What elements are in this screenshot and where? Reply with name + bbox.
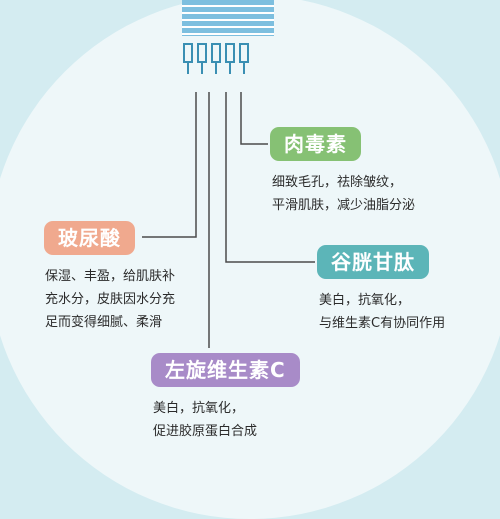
description-line: 与维生素C有协同作用 <box>319 316 446 331</box>
description-botulinum: 细致毛孔，祛除皱纹， 平滑肌肤，减少油脂分泌 <box>272 171 415 217</box>
description-line: 促进胶原蛋白合成 <box>153 424 258 439</box>
connector-line-glutathione <box>225 92 315 263</box>
description-line: 足而变得细腻、柔滑 <box>45 315 163 330</box>
description-line: 充水分，皮肤因水分充 <box>45 292 176 307</box>
label-glutathione: 谷胱甘肽 <box>317 245 429 279</box>
description-line: 保湿、丰盈，给肌肤补 <box>45 269 176 284</box>
label-vitamin-c: 左旋维生素C <box>151 353 300 387</box>
label-botulinum: 肉毒素 <box>270 127 361 161</box>
description-line: 美白，抗氧化， <box>319 293 411 308</box>
description-line: 平滑肌肤，减少油脂分泌 <box>272 198 416 213</box>
injector-needles-icon <box>182 0 274 74</box>
description-glutathione: 美白，抗氧化， 与维生素C有协同作用 <box>319 289 445 335</box>
connector-line-botulinum <box>240 92 268 145</box>
description-line: 细致毛孔，祛除皱纹， <box>272 175 403 190</box>
connector-line-hyaluronic <box>142 92 197 238</box>
description-vitamin-c: 美白，抗氧化， 促进胶原蛋白合成 <box>153 397 257 443</box>
description-hyaluronic-acid: 保湿、丰盈，给肌肤补 充水分，皮肤因水分充 足而变得细腻、柔滑 <box>45 265 175 334</box>
label-hyaluronic-acid: 玻尿酸 <box>44 221 135 255</box>
connector-diagram <box>142 0 315 348</box>
description-line: 美白，抗氧化， <box>153 401 245 416</box>
